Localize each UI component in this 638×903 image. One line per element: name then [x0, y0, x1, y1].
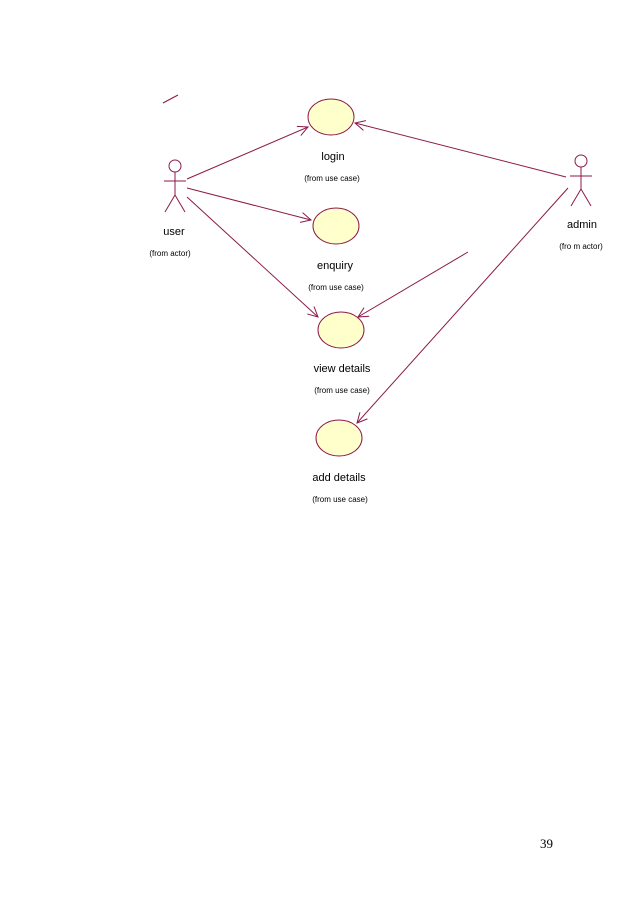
use-case-login[interactable]: login (from use case): [304, 98, 360, 183]
stray-mark: [162, 94, 179, 104]
use-case-view-details-ellipse[interactable]: [317, 311, 365, 349]
association-user-enquiry[interactable]: [186, 187, 311, 220]
use-case-enquiry-from: (from use case): [308, 283, 364, 292]
page-number: 39: [540, 836, 553, 851]
use-case-login-ellipse[interactable]: [307, 98, 355, 136]
use-case-login-name: login: [321, 151, 344, 163]
stick-figure-icon[interactable]: [164, 159, 186, 213]
use-case-enquiry-name: enquiry: [317, 260, 354, 272]
association-admin-login[interactable]: [355, 123, 567, 178]
use-case-add-details-from: (from use case): [312, 495, 368, 504]
use-case-add-details[interactable]: add details (from use case): [312, 419, 368, 504]
associations: [186, 123, 569, 423]
use-case-enquiry[interactable]: enquiry (from use case): [308, 207, 364, 292]
actor-user-from: (from actor): [149, 249, 191, 258]
actor-admin[interactable]: admin (fro m actor): [559, 154, 603, 251]
use-case-view-details-name: view details: [314, 363, 371, 375]
use-case-add-details-name: add details: [312, 472, 366, 484]
association-user-login[interactable]: [186, 127, 308, 180]
use-case-add-details-ellipse[interactable]: [315, 419, 363, 457]
use-case-enquiry-ellipse[interactable]: [312, 207, 360, 245]
actor-admin-from: (fro m actor): [559, 242, 603, 251]
stick-figure-icon[interactable]: [570, 154, 592, 207]
actor-user[interactable]: user (from actor): [149, 159, 191, 258]
use-case-login-from: (from use case): [304, 174, 360, 183]
use-case-view-details-from: (from use case): [314, 386, 370, 395]
actor-user-name: user: [163, 226, 185, 238]
association-user-view-details[interactable]: [186, 196, 318, 317]
use-case-view-details[interactable]: view details (from use case): [314, 311, 371, 395]
actor-admin-name: admin: [567, 219, 597, 231]
association-admin-add-details[interactable]: [357, 187, 569, 423]
association-admin-view-details[interactable]: [358, 251, 469, 317]
